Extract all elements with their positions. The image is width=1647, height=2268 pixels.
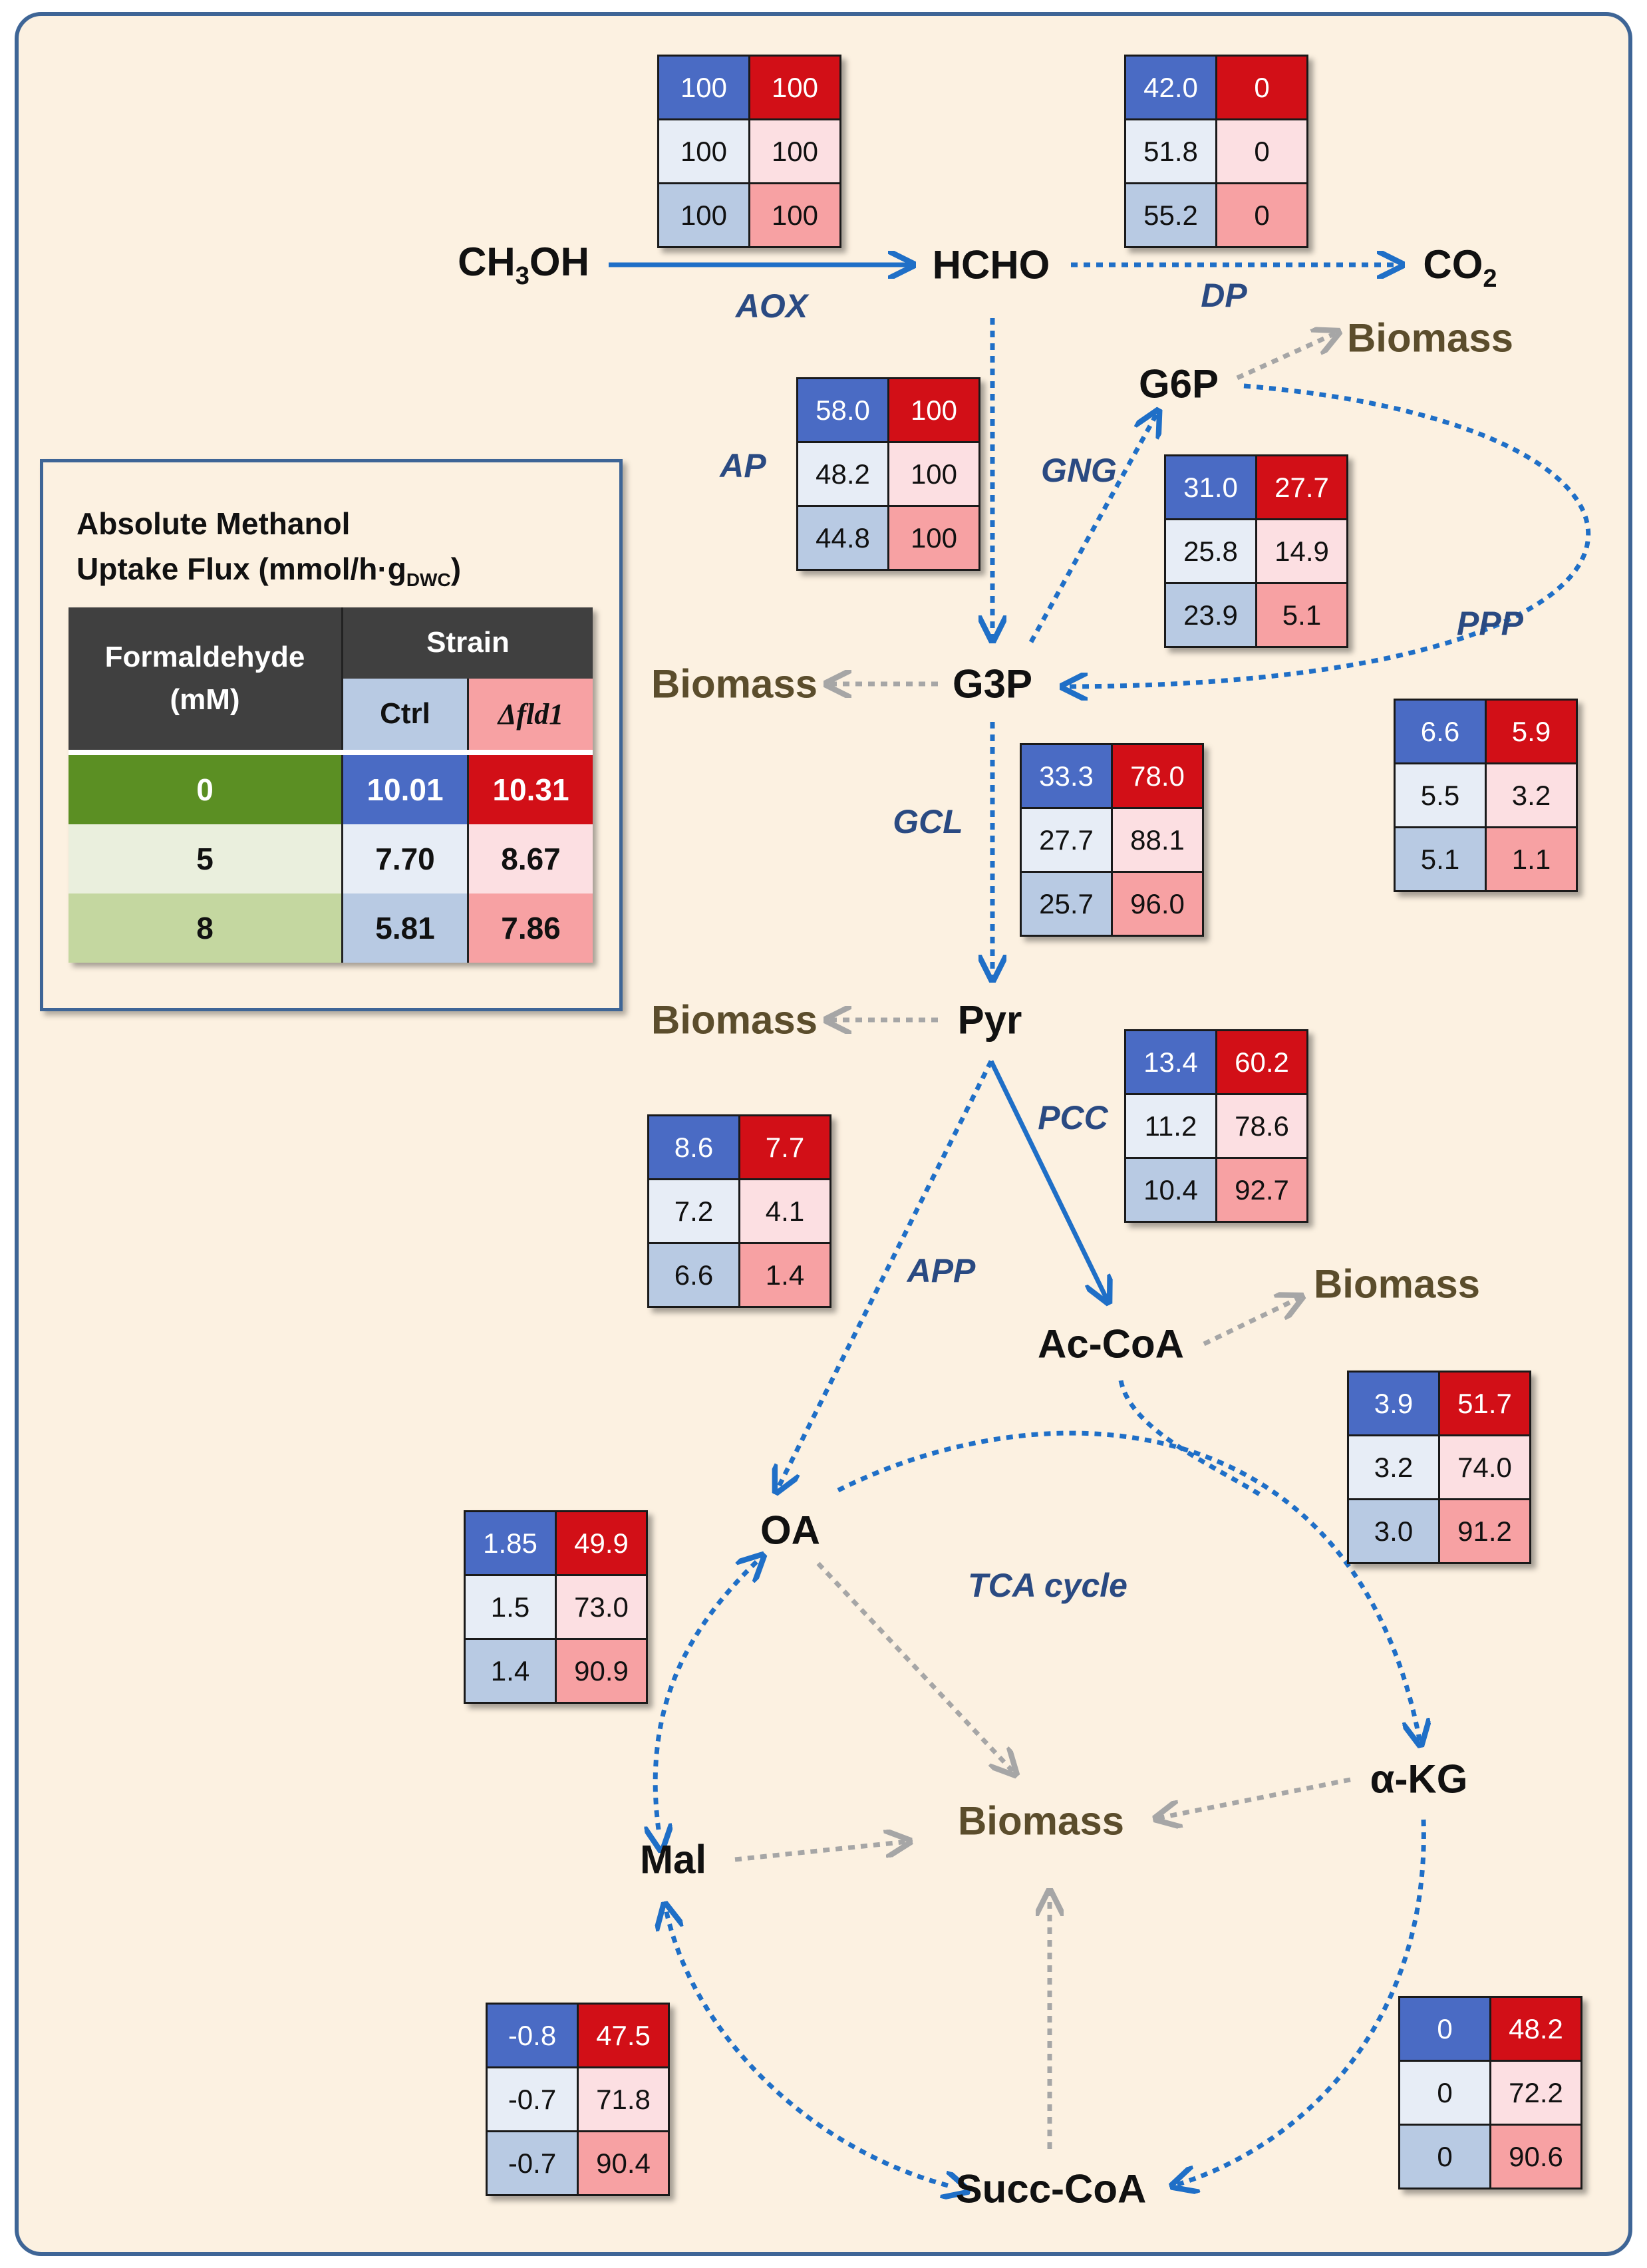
node-g6p: G6P	[1138, 361, 1219, 406]
node-ch3oh: CH3OH	[458, 240, 589, 290]
node-hcho: HCHO	[932, 242, 1050, 287]
node-g3p: G3P	[952, 661, 1033, 707]
node-pyr: Pyr	[957, 997, 1022, 1043]
node-mal: Mal	[639, 1837, 707, 1882]
enzyme-ppp: PPP	[1456, 605, 1524, 642]
legend-ctrl-value: 10.01	[342, 752, 469, 824]
legend-col-ctrl: Ctrl	[342, 678, 469, 752]
node-co2: CO2	[1423, 242, 1497, 293]
arrow-ppp	[1064, 383, 1591, 687]
legend-row: 0 10.01 10.31	[69, 752, 593, 824]
legend-row: 8 5.81 7.86	[69, 893, 593, 963]
arrow-akg-biomass	[1157, 1777, 1351, 1818]
arrow-mal-oa	[655, 1557, 762, 1830]
node-accoa: Ac-CoA	[1038, 1321, 1184, 1367]
legend-title: Absolute Methanol Uptake Flux (mmol/h·gD…	[76, 501, 461, 603]
legend-fld1-value: 8.67	[468, 824, 593, 893]
legend-title-line1: Absolute Methanol	[76, 506, 351, 541]
legend-table: Formaldehyde (mM) Strain Ctrl Δfld1 0 10…	[69, 607, 593, 963]
arrow-gng	[1028, 412, 1157, 643]
legend-conc: 0	[69, 752, 343, 824]
biomass-label-pyr: Biomass	[651, 997, 818, 1043]
arrow-succcoa-mal	[665, 1906, 948, 2186]
arrow-pcc	[988, 1060, 1108, 1301]
arrow-oa-biomass	[816, 1561, 1014, 1773]
node-oa: OA	[760, 1508, 820, 1553]
legend-ctrl-value: 5.81	[342, 893, 469, 963]
legend-conc: 8	[69, 893, 343, 963]
enzyme-app: APP	[907, 1252, 976, 1289]
legend-header-strain: Strain	[342, 607, 593, 679]
legend-row: 5 7.70 8.67	[69, 824, 593, 893]
biomass-label-g6p: Biomass	[1346, 315, 1514, 361]
enzyme-pcc: PCC	[1038, 1099, 1108, 1136]
enzyme-gng: GNG	[1041, 452, 1117, 489]
legend-header-formaldehyde: Formaldehyde (mM)	[69, 607, 343, 752]
arrow-accoa-biomass	[1203, 1297, 1300, 1347]
legend-fld1-value: 7.86	[468, 893, 593, 963]
biomass-label-g3p: Biomass	[651, 661, 818, 707]
arrow-accoa-akg	[1118, 1380, 1265, 1499]
legend-fld1-value: 10.31	[468, 752, 593, 824]
legend-ctrl-value: 7.70	[342, 824, 469, 893]
enzyme-aox: AOX	[735, 287, 808, 325]
label-tca-cycle: TCA cycle	[968, 1567, 1127, 1604]
legend-conc: 5	[69, 824, 343, 893]
arrow-g6p-biomass	[1236, 333, 1337, 381]
legend-col-fld1: Δfld1	[468, 678, 593, 752]
arrow-akg-succcoa	[1174, 1819, 1426, 2186]
enzyme-dp: DP	[1201, 277, 1247, 314]
enzyme-ap: AP	[720, 447, 766, 484]
node-akg: α-KG	[1370, 1756, 1468, 1802]
node-succcoa: Succ-CoA	[955, 2166, 1147, 2211]
enzyme-gcl: GCL	[893, 803, 963, 840]
legend-box: Absolute Methanol Uptake Flux (mmol/h·gD…	[40, 459, 623, 1011]
legend-title-line2: Uptake Flux (mmol/h·gDWC)	[76, 552, 462, 591]
arrow-app	[777, 1060, 994, 1490]
arrow-oa-akg	[837, 1430, 1420, 1743]
arrow-mal-biomass	[734, 1842, 908, 1862]
biomass-label-accoa: Biomass	[1313, 1261, 1481, 1307]
biomass-label-center: Biomass	[957, 1798, 1125, 1844]
